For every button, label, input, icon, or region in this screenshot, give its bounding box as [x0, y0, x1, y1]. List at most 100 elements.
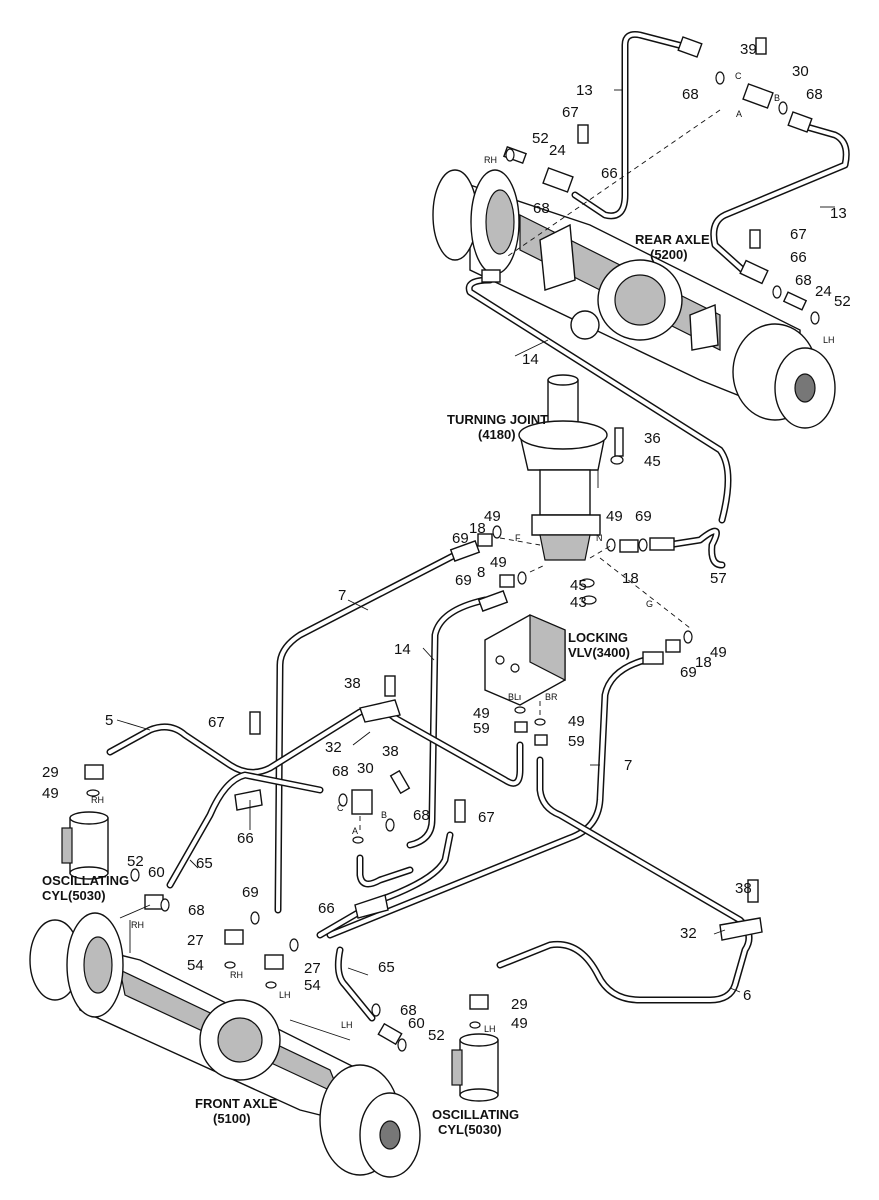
- callout: 60: [148, 864, 165, 881]
- callout: 68: [400, 1002, 417, 1019]
- hose-13-right: [710, 121, 850, 276]
- callout: 36: [644, 430, 661, 447]
- locking-valve: [484, 614, 566, 706]
- front-axle-label-line1: FRONT AXLE: [195, 1096, 278, 1111]
- tag: RH: [91, 795, 104, 805]
- callout: 49: [511, 1015, 528, 1032]
- tag: BL: [508, 692, 519, 702]
- turning-joint-label-line1: TURNING JOINT: [447, 412, 548, 427]
- locking-valve-label-line1: LOCKING: [568, 630, 628, 645]
- component-labels: REAR AXLE (5200) TURNING JOINT (4180) LO…: [42, 232, 710, 1137]
- callout: 13: [576, 82, 593, 99]
- callout: 54: [187, 957, 204, 974]
- leader-lines: [116, 89, 835, 1041]
- osc-cyl-right-label-line1: OSCILLATING: [432, 1107, 519, 1122]
- tag: A: [736, 109, 742, 119]
- callout: 27: [304, 960, 321, 977]
- turning-joint-label-line2: (4180): [478, 427, 516, 442]
- hose-57-loop: [664, 527, 726, 569]
- rear-axle-label-line1: REAR AXLE: [635, 232, 710, 247]
- callout: 68: [413, 807, 430, 824]
- front-axle-label-line2: (5100): [213, 1111, 251, 1126]
- tag: B: [774, 93, 780, 103]
- callout: 49: [606, 508, 623, 525]
- callout: 66: [790, 249, 807, 266]
- oscillating-cylinder-left: [61, 811, 109, 880]
- callout: 54: [304, 977, 321, 994]
- callout: 14: [394, 641, 411, 658]
- callout: 38: [735, 880, 752, 897]
- callout: 49: [710, 644, 727, 661]
- callout: 57: [710, 570, 727, 587]
- tag: LH: [279, 990, 291, 1000]
- callout: 29: [511, 996, 528, 1013]
- callout: 67: [478, 809, 495, 826]
- tag: LH: [341, 1020, 353, 1030]
- tag: LH: [484, 1024, 496, 1034]
- callout: 66: [237, 830, 254, 847]
- callout: 59: [568, 733, 585, 750]
- callout: 7: [624, 757, 632, 774]
- callout: 45: [570, 577, 587, 594]
- tag: C: [735, 71, 742, 81]
- tag: LH: [823, 335, 835, 345]
- hose-5: [106, 706, 524, 787]
- hose-mid-tee: [356, 854, 414, 888]
- callout: 69: [452, 530, 469, 547]
- callout: 68: [533, 200, 550, 217]
- callout: 38: [382, 743, 399, 760]
- callout: 52: [127, 853, 144, 870]
- callout: 49: [473, 705, 490, 722]
- tag: F: [515, 533, 521, 543]
- callout: 13: [830, 205, 847, 222]
- callout: 69: [242, 884, 259, 901]
- callout: 14: [522, 351, 539, 368]
- callout: 68: [332, 763, 349, 780]
- callout: 69: [455, 572, 472, 589]
- hose-7-right: [326, 656, 649, 939]
- callout: 60: [408, 1015, 425, 1032]
- callout: 67: [790, 226, 807, 243]
- osc-cyl-right-label-line2: CYL(5030): [438, 1122, 502, 1137]
- tag: C: [337, 803, 344, 813]
- tag: RH: [131, 920, 144, 930]
- tag: G: [646, 599, 653, 609]
- callout: 68: [795, 272, 812, 289]
- callout: 39: [740, 41, 757, 58]
- hose-65-right: [316, 831, 454, 1022]
- callout: 32: [325, 739, 342, 756]
- tag: A: [352, 826, 358, 836]
- callout: 8: [477, 564, 485, 581]
- callout: 65: [196, 855, 213, 872]
- callout: 43: [570, 594, 587, 611]
- callout: 66: [318, 900, 335, 917]
- turning-joint: [518, 374, 608, 561]
- locking-valve-label-line2: VLV(3400): [568, 645, 630, 660]
- callout: 29: [42, 764, 59, 781]
- hose-13-upper: [571, 31, 694, 220]
- callout: 24: [815, 283, 832, 300]
- small-tags: RH LH RH RH RH LH LH LH A B C A B C F N …: [91, 71, 835, 1034]
- callout: 52: [428, 1027, 445, 1044]
- rear-axle: [432, 169, 836, 429]
- callout: 38: [344, 675, 361, 692]
- hose-7-left: [274, 551, 459, 914]
- callout: 27: [187, 932, 204, 949]
- callout: 59: [473, 720, 490, 737]
- rear-axle-label-line2: (5200): [650, 247, 688, 262]
- callout: 67: [562, 104, 579, 121]
- callout: 68: [682, 86, 699, 103]
- callout: 49: [568, 713, 585, 730]
- callout: 52: [834, 293, 851, 310]
- callout: 68: [188, 902, 205, 919]
- callout: 18: [469, 520, 486, 537]
- tag: B: [381, 810, 387, 820]
- callout: 49: [42, 785, 59, 802]
- hose-65-left: [166, 771, 324, 889]
- callout: 24: [549, 142, 566, 159]
- front-axle: [29, 912, 421, 1178]
- o-rings: [86, 71, 820, 1052]
- callout: 6: [743, 987, 751, 1004]
